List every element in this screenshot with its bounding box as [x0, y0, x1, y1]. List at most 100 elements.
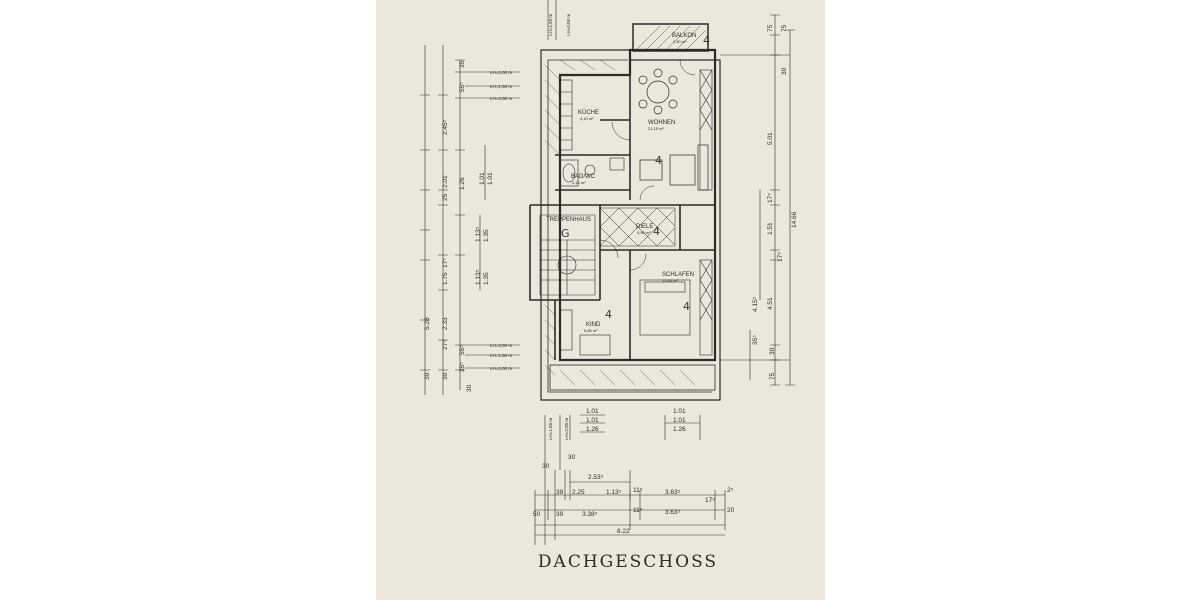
- kind-mark: 4: [605, 308, 612, 321]
- bottom-row3-4: 11⁵: [633, 507, 643, 514]
- top-lh-2: LH=0,00 m: [566, 14, 571, 36]
- bottom-total: 8.22: [617, 528, 630, 535]
- left-lh-top-1: LH=1,00 m: [490, 70, 512, 75]
- floor-plan-drawing: BALKON 2,50 m² KÜCHE 4,10 m² WOHNEN 21,1…: [420, 0, 798, 572]
- bottom-dimension-lines: [534, 470, 726, 545]
- door-swings: [599, 59, 696, 271]
- left-dim-2: 25: [442, 193, 449, 201]
- bottom-row2-6: 17⁵: [705, 497, 715, 504]
- left-small-dim-3: 1.26: [459, 177, 466, 190]
- bottom-row1-1: 2.53⁵: [588, 474, 604, 481]
- bottom-small-1: 30: [542, 463, 550, 470]
- left-small-dim-2: 55⁵: [459, 82, 466, 92]
- balkon-area: 2,50 m²: [673, 39, 687, 44]
- diele-tiles: [599, 207, 676, 247]
- right-total-dim: 14.66: [791, 211, 798, 228]
- bottom-row3-6: 20: [727, 507, 735, 514]
- right-dim-6: 1.51: [767, 222, 774, 235]
- treppenhaus-label: TREPPENHAUS: [546, 217, 591, 223]
- window-dimension-texts: 1.01 1.01 1.26 1.01 1.01 1.26 LH=1,80 m …: [548, 408, 686, 440]
- bottom-row3-2: 39: [556, 511, 564, 518]
- window-dimension-lines: [544, 414, 701, 470]
- diele-mark: 4: [653, 225, 660, 238]
- kueche-label: KÜCHE: [578, 109, 599, 116]
- right-dim-12: 75: [769, 372, 776, 380]
- wardrobe-schlafen: [639, 259, 713, 356]
- balkon-label: BALKON: [672, 33, 696, 39]
- window-left-dim-2: 1.01: [586, 417, 599, 424]
- left-dim-8: 30: [442, 372, 449, 380]
- window-lh-2: LH=2,00 m: [564, 418, 569, 440]
- bottom-row2-3: 1.13⁵: [606, 489, 622, 496]
- kitchen-counter: [559, 79, 573, 151]
- window-right-dim-3: 1.26: [673, 426, 686, 433]
- bath-fixtures: [559, 157, 625, 187]
- balcony-outline: [632, 23, 709, 52]
- left-dim-6: 2.33: [442, 317, 449, 330]
- left-lh-bottom-1: LH=2,00 m: [490, 343, 512, 348]
- sofa: [639, 144, 709, 191]
- right-dim-2: 75: [781, 24, 788, 32]
- left-outer-dim-2: 30: [424, 372, 431, 380]
- top-lh-1: LH=1,50 m: [548, 14, 553, 36]
- window-left-dim-3: 1.26: [586, 426, 599, 433]
- balcony-hatching: [635, 25, 707, 51]
- left-small-dim-1: 35: [459, 60, 466, 68]
- left-small-dim-7: 1.35: [483, 229, 490, 242]
- window-lh-1: LH=1,80 m: [548, 418, 553, 440]
- left-small-dim-4: 1.01: [479, 172, 486, 185]
- left-small-dim-5: 1.01: [487, 172, 494, 185]
- interior-walls: [529, 75, 715, 360]
- schlafen-mark: 4: [683, 300, 690, 313]
- schlafen-label: SCHLAFEN: [662, 272, 694, 278]
- left-small-dim-6: 1.13⁵: [475, 226, 482, 242]
- bottom-row2-7: 2⁵: [727, 487, 734, 494]
- left-lh-bottom-3: LH=1,00 m: [490, 366, 512, 371]
- bottom-row3-3: 3.38⁵: [582, 511, 598, 518]
- dining-table: [638, 68, 678, 115]
- left-dim-1: 2.45⁵: [442, 119, 449, 135]
- left-dim-4: 1.75: [442, 272, 449, 285]
- right-dim-4: 5.01: [767, 132, 774, 145]
- right-dim-8: 4.15⁵: [752, 296, 759, 312]
- left-lh-top-2: LH=1,50 m: [490, 84, 512, 89]
- left-dim-5: 17⁵: [442, 258, 449, 268]
- roof-inner-outline: [547, 59, 712, 393]
- window-left-dim-1: 1.01: [586, 408, 599, 415]
- right-dim-11: 30: [769, 347, 776, 355]
- bottom-row2-5: 3.63⁵: [665, 489, 681, 496]
- diele-label: DIELE: [636, 224, 653, 230]
- right-dim-1: 75: [767, 24, 774, 32]
- bottom-row3-1: 50: [533, 511, 541, 518]
- left-outer-dim-1: 5.28: [424, 317, 431, 330]
- kind-label: KIND: [586, 322, 601, 328]
- top-lh-line: [547, 0, 557, 40]
- window-right-dim-1: 1.01: [673, 408, 686, 415]
- floor-plan-sheet: BALKON 2,50 m² KÜCHE 4,10 m² WOHNEN 21,1…: [376, 0, 825, 600]
- bottom-dimension-texts: 30 30 2.53⁵ 39 2.25 1.13⁵ 11⁵ 3.63⁵ 17⁵ …: [533, 454, 735, 535]
- left-small-dim-12: 30: [466, 384, 473, 392]
- left-dimension-texts: 2.45⁵ 25 2.01 1.75 17⁵ 2.33 27⁵ 30 5.28 …: [424, 60, 512, 392]
- right-dim-7: 17⁵: [777, 252, 784, 262]
- wohnen-area: 21,15 m²: [648, 126, 664, 131]
- bottom-row2-1: 39: [556, 489, 564, 496]
- right-dim-9: 4.51: [767, 297, 774, 310]
- wohnen-label: WOHNEN: [648, 120, 675, 126]
- stair-drawing: [539, 214, 596, 296]
- diele-area: 4,96 m²: [637, 230, 651, 235]
- treppenhaus-mark: G: [561, 227, 570, 240]
- left-dimension-lines: [420, 45, 520, 395]
- bottom-small-2: 30: [568, 454, 576, 461]
- wohnen-mark: 4: [655, 154, 662, 167]
- wardrobe-wohnen: [699, 69, 713, 191]
- left-small-dim-11: 35⁵: [459, 362, 466, 372]
- handwritten-marks: 4 4 G 4 4 4: [561, 34, 710, 321]
- right-dim-3: 30: [781, 67, 788, 75]
- left-lh-top-3: LH=2,00 m: [490, 96, 512, 101]
- right-dimension-texts: 75 75 30 5.01 17⁵ 1.51 17⁵ 4.15⁵ 4.51 35…: [752, 24, 798, 380]
- left-dim-7: 27⁵: [442, 340, 449, 350]
- left-dim-3: 2.01: [442, 175, 449, 188]
- left-small-dim-8: 1.13⁵: [475, 269, 482, 285]
- left-small-dim-10: 55⁵: [459, 345, 466, 355]
